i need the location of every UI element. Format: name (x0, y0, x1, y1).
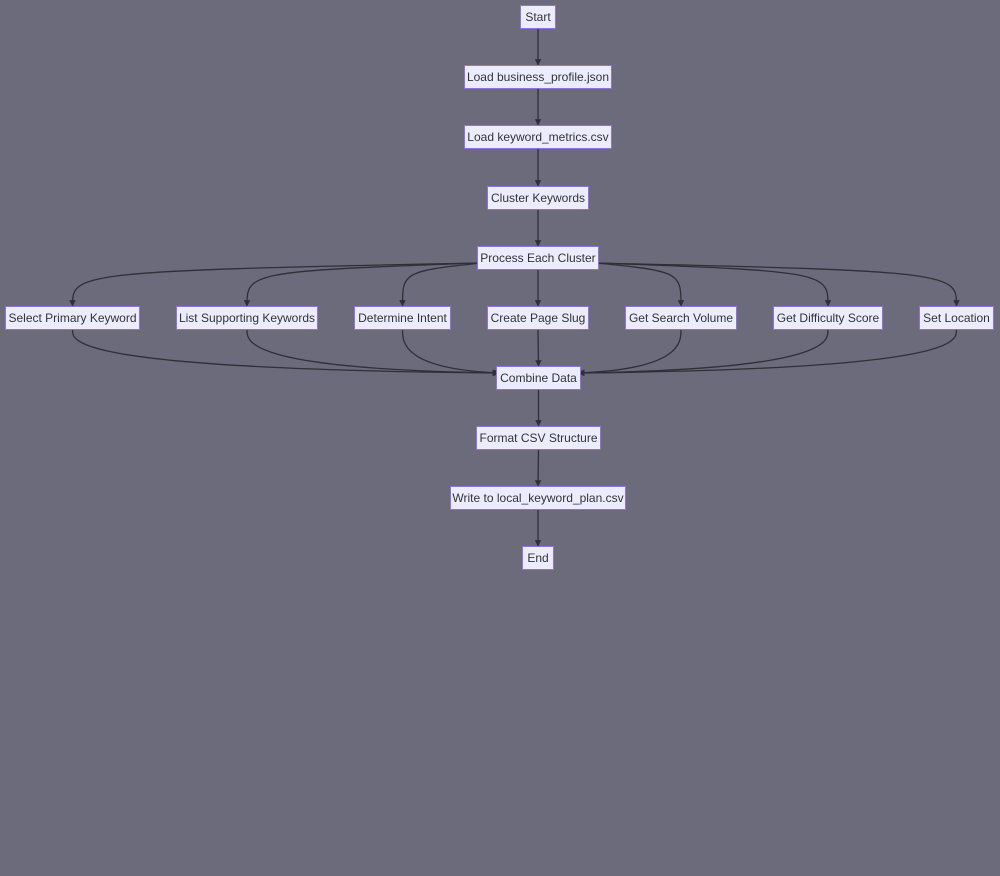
node-determine-intent: Determine Intent (354, 306, 451, 330)
node-get-search-volume: Get Search Volume (625, 306, 737, 330)
edge-supporting-to-combine (246, 329, 500, 377)
edge-intent-to-combine (401, 329, 501, 377)
edge-primary-to-combine (71, 329, 500, 377)
edge-process-to-primary (69, 262, 481, 307)
node-cluster-keywords: Cluster Keywords (487, 186, 589, 210)
node-get-difficulty-score: Get Difficulty Score (773, 306, 883, 330)
node-set-location: Set Location (919, 306, 994, 330)
node-select-primary-keyword: Select Primary Keyword (5, 306, 140, 330)
node-combine-data: Combine Data (496, 366, 581, 390)
node-write-local-keyword-plan: Write to local_keyword_plan.csv (450, 486, 626, 510)
node-end: End (522, 546, 554, 570)
edge-process-to-intent (399, 262, 482, 307)
node-start: Start (520, 5, 556, 29)
node-format-csv-structure: Format CSV Structure (476, 426, 601, 450)
node-load-business-profile: Load business_profile.json (464, 65, 612, 89)
edge-format-to-write (534, 449, 542, 487)
node-process-each-cluster: Process Each Cluster (477, 246, 599, 270)
node-list-supporting-keywords: List Supporting Keywords (176, 306, 318, 330)
edge-volume-to-combine (577, 329, 682, 377)
node-load-keyword-metrics: Load keyword_metrics.csv (464, 125, 612, 149)
edge-process-to-supporting (243, 262, 481, 307)
edge-process-to-location (595, 262, 960, 307)
node-create-page-slug: Create Page Slug (487, 306, 589, 330)
edge-layer (69, 29, 960, 547)
edge-process-to-difficulty (595, 262, 832, 307)
edge-process-to-volume (595, 262, 685, 307)
edge-difficulty-to-combine (577, 329, 829, 377)
edge-slug-to-combine (535, 329, 542, 367)
edge-location-to-combine (577, 329, 958, 377)
